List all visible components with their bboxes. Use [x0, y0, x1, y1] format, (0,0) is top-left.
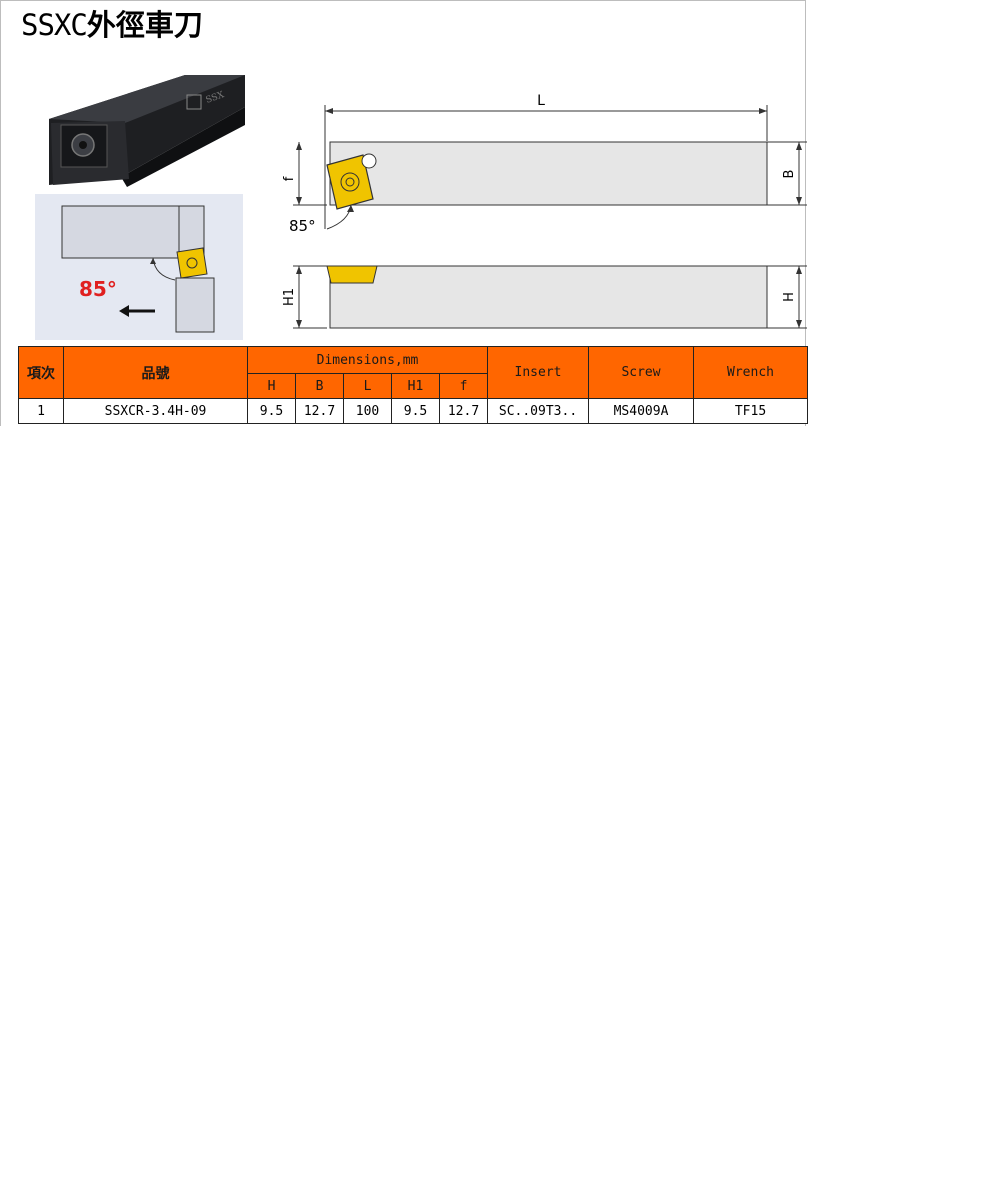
title-prefix: SSXC	[21, 8, 88, 42]
angle-label: 85°	[79, 277, 117, 301]
header-part: 品號	[63, 346, 248, 399]
cutting-schematic: 85°	[35, 194, 243, 340]
cell-L: 100	[343, 398, 392, 424]
table-row: 1 SSXCR-3.4H-09 9.5 12.7 100 9.5 12.7 SC…	[18, 398, 809, 424]
dim-H1: H1	[282, 288, 297, 306]
cell-wrench: TF15	[693, 398, 809, 424]
cell-f: 12.7	[438, 398, 489, 424]
title-cjk: 外徑車刀	[86, 8, 203, 42]
dim-L: L	[537, 93, 545, 109]
tool-photo: SSX	[35, 67, 245, 193]
dim-H: H	[782, 292, 797, 302]
dim-angle: 85°	[289, 217, 316, 235]
cell-part: SSXCR-3.4H-09	[63, 398, 248, 424]
header-f: f	[438, 373, 489, 399]
dim-f: f	[282, 176, 297, 181]
cell-H1: 9.5	[391, 398, 440, 424]
header-B: B	[295, 373, 344, 399]
header-insert: Insert	[487, 346, 590, 399]
dim-B: B	[782, 170, 797, 179]
spec-table: 項次 品號 Dimensions,mm Insert Screw Wrench …	[18, 346, 809, 424]
cell-item: 1	[18, 398, 64, 424]
header-wrench: Wrench	[693, 346, 809, 399]
header-item: 項次	[18, 346, 64, 399]
header-L: L	[343, 373, 392, 399]
cell-H: 9.5	[247, 398, 296, 424]
cell-B: 12.7	[295, 398, 344, 424]
product-sheet: SSXC外徑車刀 SSX 85° L	[0, 0, 809, 426]
header-screw: Screw	[588, 346, 695, 399]
page-title: SSXC外徑車刀	[21, 5, 203, 45]
cell-screw: MS4009A	[588, 398, 695, 424]
header-H1: H1	[391, 373, 440, 399]
cell-insert: SC..09T3..	[487, 398, 590, 424]
dimension-drawing: L f 85° B H1	[282, 93, 807, 329]
header-dimensions: Dimensions,mm	[246, 346, 489, 374]
header-H: H	[247, 373, 296, 399]
